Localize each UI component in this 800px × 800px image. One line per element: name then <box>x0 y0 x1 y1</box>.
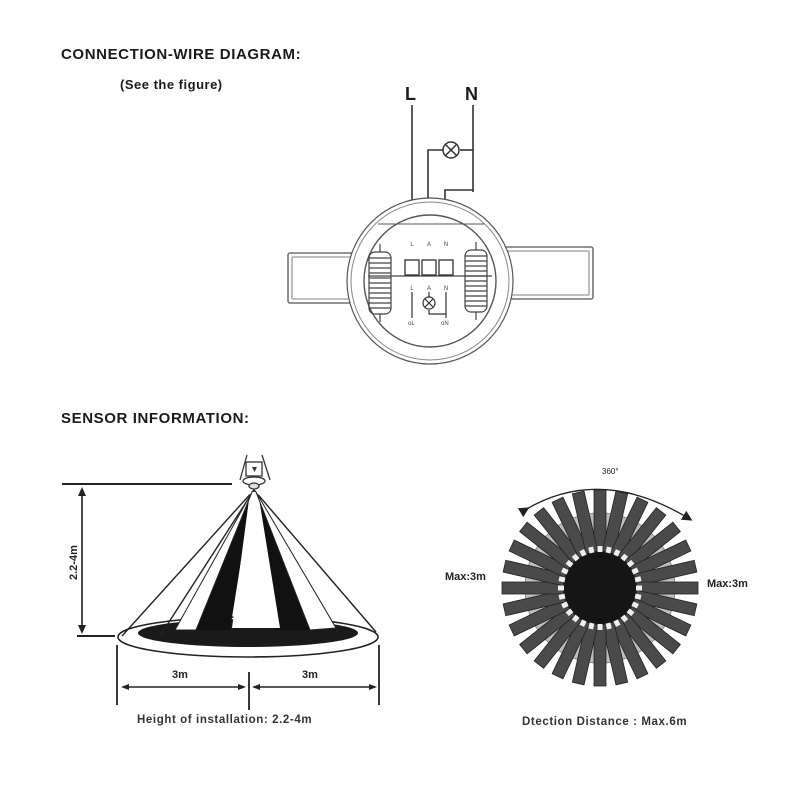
lamp-icon <box>442 141 460 159</box>
svg-text:L: L <box>410 242 414 248</box>
svg-text:oL: oL <box>408 321 415 327</box>
terminal-block-icon <box>404 259 454 276</box>
side-view-diagram <box>0 440 400 740</box>
svg-text:N: N <box>444 242 448 248</box>
terminal-label-N: N <box>465 84 478 104</box>
svg-text:oN: oN <box>441 321 449 327</box>
angle-label: 360° <box>602 467 619 476</box>
svg-text:A: A <box>427 242 431 248</box>
side-view-svg <box>62 454 380 710</box>
right-radius-label: 3m <box>302 669 318 681</box>
svg-text:L: L <box>410 286 414 292</box>
left-max-label: Max:3m <box>445 571 486 583</box>
sensor-center <box>563 551 637 625</box>
right-spring-icon <box>464 242 488 320</box>
top-view-caption: Dtection Distance : Max.6m <box>522 716 688 728</box>
rotation-arc <box>517 488 693 521</box>
top-view-diagram <box>430 460 770 700</box>
left-spring-icon <box>368 244 392 322</box>
side-view-caption: Height of installation: 2.2-4m <box>137 714 313 726</box>
load-lamp-icon <box>422 296 436 310</box>
wiring-diagram-svg: L A N L A N oL oN <box>287 105 594 365</box>
left-radius-label: 3m <box>172 669 188 681</box>
terminal-label-L: L <box>405 84 416 104</box>
right-max-label: Max:3m <box>707 578 748 590</box>
sensor-section-title: SENSOR INFORMATION: <box>61 410 250 427</box>
svg-text:N: N <box>444 286 448 292</box>
height-label: 2.2-4m <box>68 545 80 580</box>
svg-text:A: A <box>427 286 431 292</box>
ceiling-sensor-icon <box>239 454 271 490</box>
top-view-svg <box>501 488 699 687</box>
wiring-section-subtitle: (See the figure) <box>120 77 223 92</box>
wiring-section-title: CONNECTION-WIRE DIAGRAM: <box>61 46 302 63</box>
sensor-housing-icon <box>346 197 514 365</box>
wiring-diagram: L A N L A N oL oN <box>287 105 594 365</box>
